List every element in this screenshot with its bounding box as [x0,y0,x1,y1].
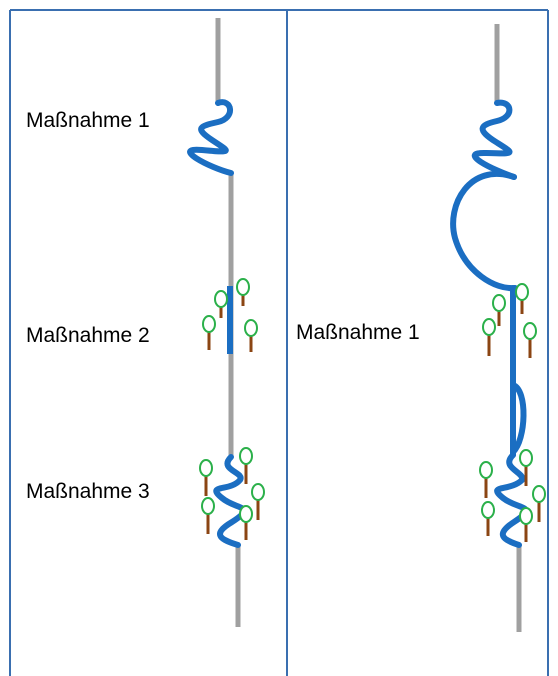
left-measure-2-trees [202,278,258,352]
left-measure-3-trees [199,447,265,540]
tree-icon [202,315,216,350]
right-oxbow-loop [450,171,518,292]
right-label-measure-1: Maßnahme 1 [296,321,420,344]
left-panel-figure [187,18,265,627]
right-upper-meander [471,99,517,180]
tree-icon [236,278,250,306]
tree-icon [239,505,253,540]
right-straight-channel [494,24,522,632]
tree-icon [244,319,258,352]
left-label-measure-1: Maßnahme 1 [26,109,150,132]
right-middle-trees [482,283,537,358]
right-side-arm [510,382,527,455]
tree-icon [482,318,496,356]
tree-icon [532,485,546,522]
tree-icon [481,501,495,536]
tree-icon [523,322,537,358]
left-measure-1-meander [187,99,234,176]
tree-icon [515,283,529,314]
tree-icon [201,497,215,534]
left-label-measure-3: Maßnahme 3 [26,480,150,503]
tree-icon [199,459,213,496]
tree-icon [492,294,506,326]
panel-frames [9,9,549,676]
tree-icon [519,449,533,486]
tree-icon [479,461,493,498]
tree-icon [519,507,533,542]
left-label-measure-2: Maßnahme 2 [26,324,150,347]
right-lower-meander [494,452,530,548]
tree-icon [214,290,228,318]
right-panel-figure [450,24,546,632]
tree-icon [239,447,253,484]
right-lower-trees [479,449,546,542]
left-measure-3-meander [213,454,248,548]
tree-icon [251,483,265,520]
